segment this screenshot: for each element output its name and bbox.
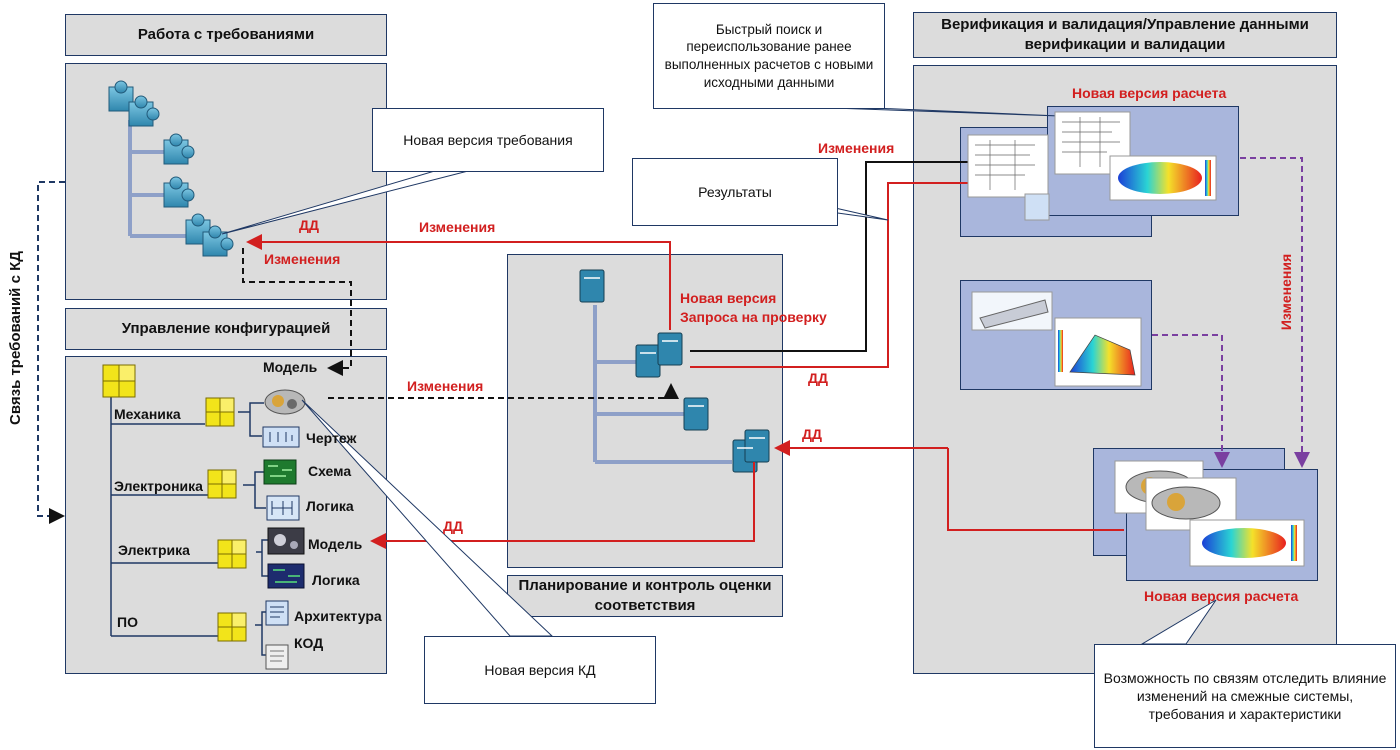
dd-bottom-label: ДД <box>443 518 463 534</box>
new-version-request-1: Новая версия <box>680 290 777 306</box>
note-new-requirement: Новая версия требования <box>372 108 604 172</box>
new-version-request-2: Запроса на проверку <box>680 309 827 325</box>
note-impact: Возможность по связям отследить влияние … <box>1094 644 1396 748</box>
dd-req-label: ДД <box>299 217 319 233</box>
dd-mid-label: ДД <box>808 370 828 386</box>
changes-vertical-label: Изменения <box>1278 253 1294 331</box>
note-new-kd: Новая версия КД <box>424 636 656 704</box>
architecture-label: Архитектура <box>294 608 382 624</box>
dd-right-label: ДД <box>802 426 822 442</box>
calc-card-new-top <box>1047 106 1239 216</box>
note-results-text: Результаты <box>698 183 772 200</box>
vv-header: Верификация и валидация/Управление данны… <box>913 12 1337 58</box>
code-label: КОД <box>294 635 324 651</box>
changes-req-label: Изменения <box>264 251 341 267</box>
config-panel <box>65 356 387 674</box>
model-top-label: Модель <box>263 359 318 375</box>
changes-vv-label: Изменения <box>818 140 895 156</box>
drawing-label: Чертеж <box>306 430 357 446</box>
vv-title: Верификация и валидация/Управление данны… <box>941 15 1309 53</box>
software-label: ПО <box>117 614 138 630</box>
new-calc-top-label: Новая версия расчета <box>1072 85 1227 101</box>
note-impact-text: Возможность по связям отследить влияние … <box>1103 669 1387 723</box>
note-fast-search-text: Быстрый поиск и переиспользование ранее … <box>664 21 874 90</box>
electrics-label: Электрика <box>118 542 190 558</box>
note-new-requirement-text: Новая версия требования <box>403 131 573 148</box>
note-fast-search: Быстрый поиск и переиспользование ранее … <box>653 3 885 109</box>
model2-label: Модель <box>308 536 363 552</box>
mechanics-label: Механика <box>114 406 181 422</box>
req-kd-link <box>37 181 65 524</box>
calc-card-middle <box>960 280 1152 390</box>
req-kd-link-label: Связь требований с КД <box>7 251 24 425</box>
planning-header: Планирование и контроль оценки соответст… <box>507 575 783 617</box>
calc-card-new-bottom <box>1126 469 1318 581</box>
requirements-header: Работа с требованиями <box>65 14 387 56</box>
planning-title: Планирование и контроль оценки соответст… <box>518 576 772 614</box>
new-calc-bottom-label: Новая версия расчета <box>1144 588 1299 604</box>
electronics-label: Электроника <box>114 478 203 494</box>
requirements-title: Работа с требованиями <box>137 25 315 43</box>
logic2-label: Логика <box>312 572 360 588</box>
config-title: Управление конфигурацией <box>121 319 331 337</box>
logic1-label: Логика <box>306 498 354 514</box>
note-new-kd-text: Новая версия КД <box>484 661 596 678</box>
changes-top-label: Изменения <box>419 219 496 235</box>
note-results: Результаты <box>632 158 838 226</box>
schema-label: Схема <box>308 463 352 479</box>
config-header: Управление конфигурацией <box>65 308 387 350</box>
changes-model-label: Изменения <box>407 378 484 394</box>
